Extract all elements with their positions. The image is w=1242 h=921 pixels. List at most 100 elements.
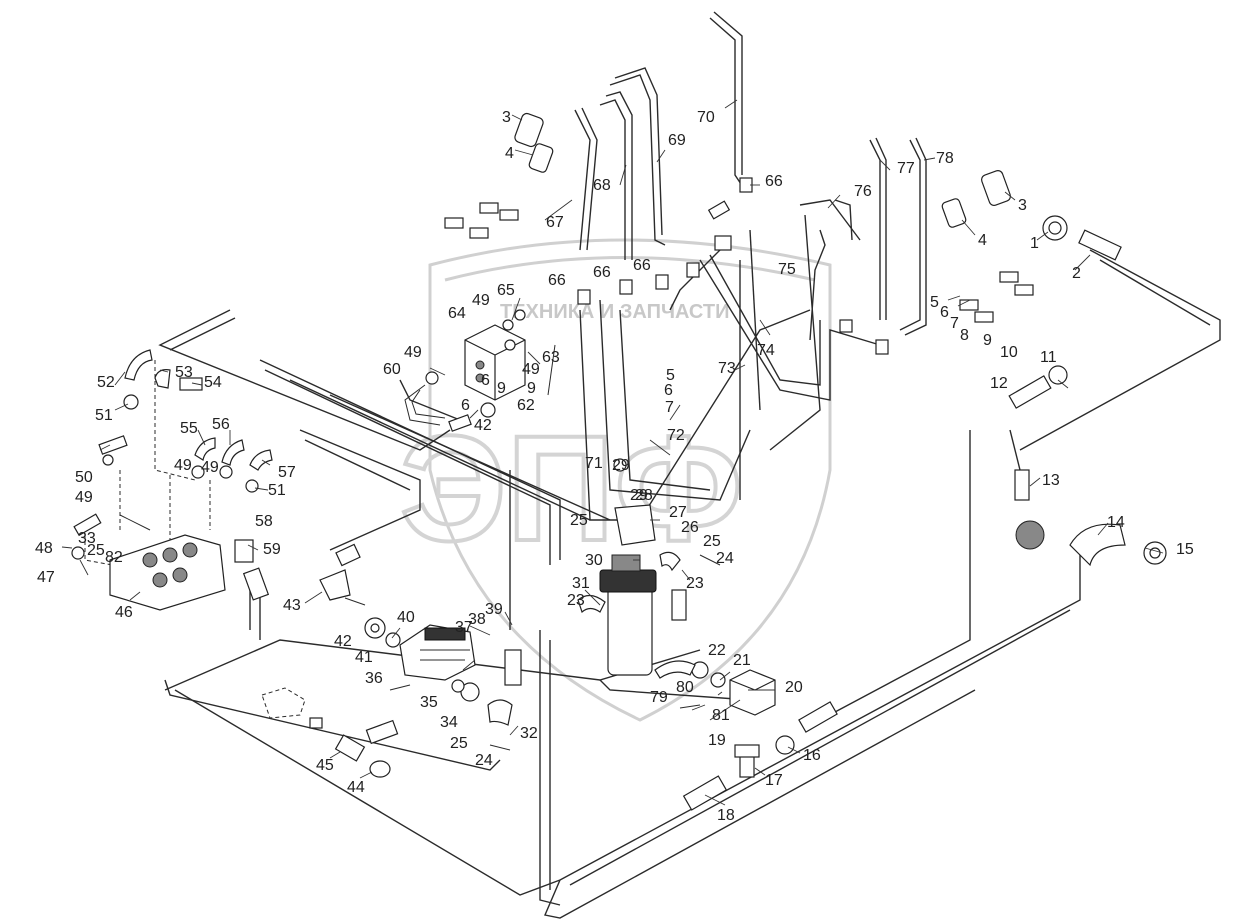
callout-label: 52	[97, 374, 115, 391]
callout-label: 5	[930, 294, 939, 311]
callout-label: 38	[468, 611, 486, 628]
callout-label: 2	[1072, 265, 1081, 282]
callout-label: 34	[440, 714, 458, 731]
callout-label: 49	[404, 344, 422, 361]
callout-label: 39	[485, 601, 503, 618]
callout-label: 7	[950, 315, 959, 332]
callout-label: 29	[630, 487, 648, 504]
callout-label: 6	[940, 304, 949, 321]
callout-label: 1	[1030, 235, 1039, 252]
callout-label: 4	[978, 232, 987, 249]
callout-label: 24	[716, 550, 734, 567]
watermark: ТЕХНИКА И ЗАПЧАСТИ ЭПФ	[398, 238, 832, 722]
callout-label: 79	[650, 689, 668, 706]
callout-numbers: 1 2 3 3 4 4 5 5 6 6 6 6 7 7 8 9 9 9 10 1…	[35, 109, 1194, 824]
callout-label: 21	[733, 652, 751, 669]
callout-label: 7	[665, 399, 674, 416]
callout-label: 76	[854, 183, 872, 200]
callout-label: 31	[572, 575, 590, 592]
callout-label: 82	[105, 549, 123, 566]
callout-label: 6	[664, 382, 673, 399]
callout-label: 66	[765, 173, 783, 190]
callout-label: 19	[708, 732, 726, 749]
watermark-top-text: ТЕХНИКА И ЗАПЧАСТИ	[500, 301, 729, 323]
callout-label: 24	[475, 752, 493, 769]
watermark-logo-letters: ЭПФ	[400, 404, 743, 572]
callout-label: 23	[686, 575, 704, 592]
callout-label: 51	[95, 407, 113, 424]
callout-label: 49	[522, 361, 540, 378]
callout-label: 12	[990, 375, 1008, 392]
callout-label: 35	[420, 694, 438, 711]
callout-label: 3	[1018, 197, 1027, 214]
callout-label: 68	[593, 177, 611, 194]
callout-label: 49	[174, 457, 192, 474]
callout-label: 25	[703, 533, 721, 550]
callout-label: 40	[397, 609, 415, 626]
callout-label: 66	[548, 272, 566, 289]
callout-label: 27	[669, 504, 687, 521]
callout-label: 11	[1040, 349, 1057, 366]
callout-label: 20	[785, 679, 803, 696]
callout-label: 74	[757, 342, 775, 359]
callout-label: 16	[803, 747, 821, 764]
callout-label: 80	[676, 679, 694, 696]
callout-label: 33	[78, 530, 96, 547]
callout-label: 32	[520, 725, 538, 742]
callout-label: 77	[897, 160, 915, 177]
callout-label: 55	[180, 420, 198, 437]
callout-label: 9	[527, 380, 536, 397]
callout-label: 69	[668, 132, 686, 149]
callout-label: 51	[268, 482, 286, 499]
callout-label: 25	[570, 512, 588, 529]
callout-label: 71	[585, 455, 603, 472]
callout-label: 41	[355, 649, 373, 666]
callout-label: 5	[666, 367, 675, 384]
callout-label: 15	[1176, 541, 1194, 558]
callout-label: 58	[255, 513, 273, 530]
callout-label: 67	[546, 214, 564, 231]
callout-label: 23	[567, 592, 585, 609]
callout-label: 81	[712, 707, 730, 724]
callout-label: 75	[778, 261, 796, 278]
callout-label: 78	[936, 150, 954, 167]
callout-label: 57	[278, 464, 296, 481]
callout-label: 17	[765, 772, 783, 789]
callout-label: 73	[718, 360, 736, 377]
callout-label: 66	[633, 257, 651, 274]
callout-label: 46	[115, 604, 133, 621]
parts	[71, 112, 1167, 811]
callout-label: 37	[455, 619, 473, 636]
callout-label: 10	[1000, 344, 1018, 361]
callout-label: 49	[75, 489, 93, 506]
callout-label: 47	[37, 569, 55, 586]
callout-label: 50	[75, 469, 93, 486]
callout-label: 49	[472, 292, 490, 309]
callout-label: 64	[448, 305, 466, 322]
callout-label: 48	[35, 540, 53, 557]
callout-label: 6	[481, 372, 490, 389]
callout-label: 30	[585, 552, 603, 569]
callout-label: 72	[667, 427, 685, 444]
callout-label: 26	[681, 519, 699, 536]
callout-label: 25	[450, 735, 468, 752]
callout-label: 53	[175, 364, 193, 381]
callout-label: 18	[717, 807, 735, 824]
callout-label: 43	[283, 597, 301, 614]
callout-label: 4	[505, 145, 514, 162]
callout-label: 70	[697, 109, 715, 126]
callout-label: 60	[383, 361, 401, 378]
callout-label: 6	[461, 397, 470, 414]
callout-label: 8	[960, 327, 969, 344]
callout-label: 42	[334, 633, 352, 650]
callout-label: 28	[635, 487, 653, 504]
callout-label: 36	[365, 670, 383, 687]
leader-lines	[61, 99, 1164, 806]
callout-label: 9	[497, 380, 506, 397]
callout-label: 44	[347, 779, 365, 796]
callout-label: 13	[1042, 472, 1060, 489]
callout-label: 22	[708, 642, 726, 659]
callout-label: 3	[502, 109, 511, 126]
pipe-routing	[84, 199, 1221, 919]
